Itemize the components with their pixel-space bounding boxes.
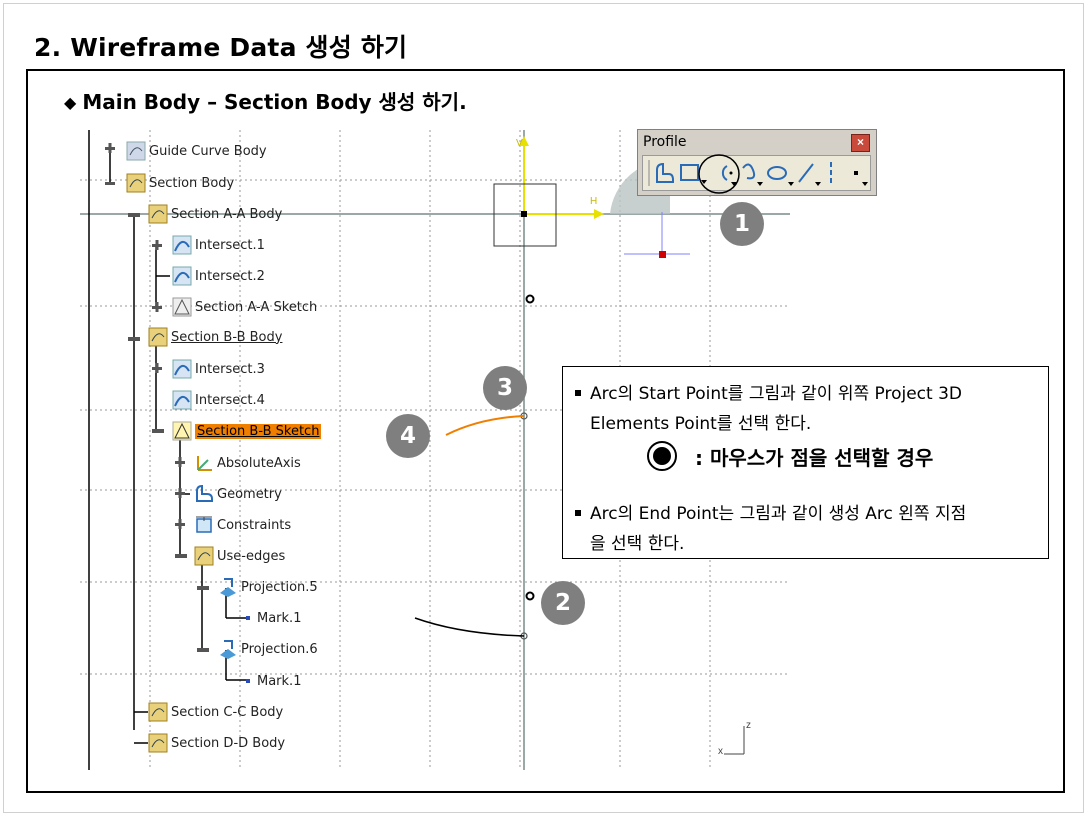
note-line-2b: 을 선택 한다. (590, 534, 685, 554)
tree-item-section-bb-sketch[interactable]: Section B-B Sketch (172, 420, 322, 442)
tree-item-section-dd-body[interactable]: Section D-D Body (148, 732, 285, 754)
step-badge-1: 1 (720, 202, 764, 246)
body-icon (126, 173, 146, 193)
profile-toolbar[interactable]: Profile × (637, 129, 877, 196)
viewport-grid (80, 130, 790, 770)
tree-item-section-body[interactable]: Section Body (126, 172, 234, 194)
arc-tool-highlight-circle (698, 154, 740, 194)
instruction-note: Arc의 Start Point를 그림과 같이 위쪽 Project 3D E… (562, 366, 1049, 559)
point-upper (525, 294, 535, 304)
tree-item-absolute-axis[interactable]: AbsoluteAxis (194, 452, 301, 474)
projection-icon (220, 578, 236, 597)
subtitle: ◆ Main Body – Section Body 생성 하기. (64, 86, 467, 115)
step-badge-4: 4 (386, 414, 430, 458)
intersect-icon (172, 390, 192, 410)
subtitle-text: Main Body – Section Body 생성 하기. (82, 90, 467, 114)
tree-item-mark-1a[interactable]: Mark.1 (244, 607, 301, 629)
profile-tool-icon[interactable] (656, 162, 674, 183)
sketch-icon (172, 297, 192, 317)
mouse-select-point-icon (647, 441, 677, 471)
intersect-icon (172, 359, 192, 379)
tree-item-section-cc-body[interactable]: Section C-C Body (148, 701, 283, 723)
axis-icon (197, 456, 212, 471)
point-lower (525, 591, 535, 601)
body-icon (148, 733, 168, 753)
ellipse-tool-icon[interactable] (767, 166, 794, 186)
mark-icon (244, 608, 254, 628)
catia-viewport[interactable]: Guide Curve Body Section Body Section A-… (80, 130, 790, 770)
rectangle-tool-icon[interactable] (680, 164, 707, 184)
tree-item-intersect-2[interactable]: Intersect.2 (172, 265, 265, 287)
spline-tool-icon[interactable] (742, 163, 763, 186)
page-title: 2. Wireframe Data 생성 하기 (34, 33, 408, 62)
step-badge-3: 3 (483, 366, 527, 410)
tree-item-geometry[interactable]: Geometry (194, 483, 282, 505)
tree-item-use-edges[interactable]: Use-edges (194, 545, 285, 567)
intersect-icon (172, 266, 192, 286)
point-tool-icon[interactable] (854, 171, 868, 186)
h-axis-label: H (590, 196, 598, 207)
content-frame (26, 69, 1065, 793)
tree-item-section-aa-body[interactable]: Section A-A Body (148, 203, 282, 225)
note-line-1b: Elements Point를 선택 한다. (590, 414, 812, 434)
slide-border (3, 3, 1084, 813)
existing-arc (414, 617, 525, 637)
diamond-bullet-icon: ◆ (64, 93, 77, 112)
mouse-select-legend: : 마우스가 점을 선택할 경우 (647, 441, 933, 471)
tree-item-projection-6[interactable]: Projection.6 (218, 638, 318, 660)
x-axis-label: x (718, 746, 723, 757)
v-axis-label: V (516, 138, 523, 149)
new-arc (445, 415, 525, 436)
intersect-icon (172, 235, 192, 255)
body-icon (148, 327, 168, 347)
square-bullet-icon (575, 390, 581, 396)
step-badge-2: 2 (541, 581, 585, 625)
toolbar-title: Profile (643, 134, 687, 150)
note-line-2a: Arc의 End Point는 그림과 같이 생성 Arc 왼쪽 지점 (575, 499, 966, 524)
tree-item-mark-1b[interactable]: Mark.1 (244, 670, 301, 692)
toolbar-buttons (642, 155, 871, 191)
use-edges-icon (194, 546, 214, 566)
tree-item-projection-5[interactable]: Projection.5 (218, 576, 318, 598)
tree-item-section-bb-body[interactable]: Section B-B Body (148, 326, 282, 348)
body-icon (148, 702, 168, 722)
sketch-icon (172, 421, 192, 441)
body-icon (126, 141, 146, 161)
tree-item-intersect-1[interactable]: Intersect.1 (172, 234, 265, 256)
geometry-icon (196, 484, 213, 502)
arc-tool-icon[interactable] (721, 165, 737, 186)
tree-item-intersect-4[interactable]: Intersect.4 (172, 389, 265, 411)
mark-icon (244, 671, 254, 691)
constraints-icon (196, 516, 212, 533)
projection-icon (220, 640, 236, 659)
tree-item-section-aa-sketch[interactable]: Section A-A Sketch (172, 296, 317, 318)
toolbar-close-button[interactable]: × (851, 134, 870, 152)
z-axis-label: z (746, 720, 751, 731)
tree-item-intersect-3[interactable]: Intersect.3 (172, 358, 265, 380)
line-tool-icon[interactable] (798, 163, 821, 186)
note-line-1a: Arc의 Start Point를 그림과 같이 위쪽 Project 3D (575, 379, 962, 404)
body-icon (148, 204, 168, 224)
tree-item-constraints[interactable]: Constraints (194, 514, 291, 536)
tree-item-guide-curve-body[interactable]: Guide Curve Body (126, 140, 267, 162)
square-bullet-icon (575, 510, 581, 516)
